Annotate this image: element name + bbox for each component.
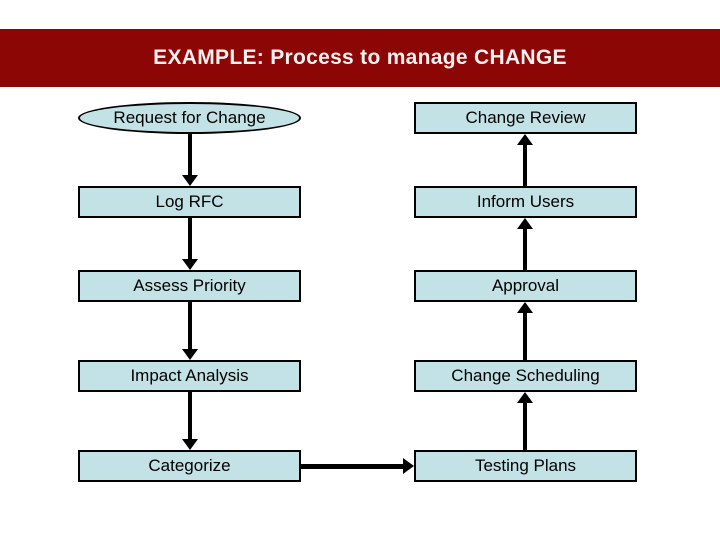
node-label: Assess Priority <box>133 276 246 295</box>
arrow-up-icon <box>517 134 533 186</box>
node-label: Categorize <box>148 456 231 475</box>
node-label: Change Review <box>465 108 586 127</box>
flow-node-approval: Approval <box>414 270 637 302</box>
node-label: Log RFC <box>155 192 224 211</box>
flow-node-log-rfc: Log RFC <box>78 186 301 218</box>
node-label: Impact Analysis <box>130 366 249 385</box>
flow-node-categorize: Categorize <box>78 450 301 482</box>
arrow-down-icon <box>182 302 198 360</box>
flow-node-inform-users: Inform Users <box>414 186 637 218</box>
arrow-up-icon <box>517 302 533 360</box>
flow-node-change-scheduling: Change Scheduling <box>414 360 637 392</box>
title-banner: EXAMPLE: Process to manage CHANGE <box>0 29 720 87</box>
flow-node-testing-plans: Testing Plans <box>414 450 637 482</box>
node-label: Request for Change <box>113 108 266 127</box>
node-label: Approval <box>491 276 560 295</box>
page-title: EXAMPLE: Process to manage CHANGE <box>153 46 567 69</box>
arrow-down-icon <box>182 392 198 450</box>
node-label: Change Scheduling <box>451 366 600 385</box>
arrow-down-icon <box>182 134 198 186</box>
arrow-up-icon <box>517 392 533 450</box>
arrow-down-icon <box>182 218 198 270</box>
flow-node-assess-priority: Assess Priority <box>78 270 301 302</box>
flow-node-change-review: Change Review <box>414 102 637 134</box>
arrow-right-icon <box>301 458 414 474</box>
node-label: Inform Users <box>476 192 575 211</box>
arrow-up-icon <box>517 218 533 270</box>
flow-node-request-for-change: Request for Change <box>78 102 301 134</box>
node-label: Testing Plans <box>474 456 577 475</box>
flow-node-impact-analysis: Impact Analysis <box>78 360 301 392</box>
